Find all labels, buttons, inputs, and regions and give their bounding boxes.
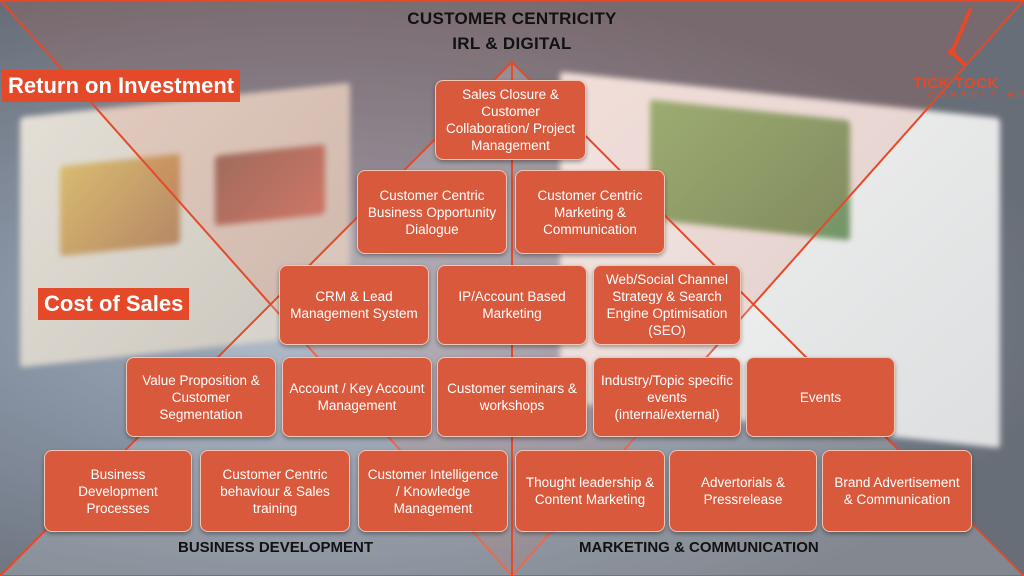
box-label: Customer Centric behaviour & Sales train… <box>220 466 330 516</box>
box-label: Customer Intelligence / Knowledge Manage… <box>367 466 499 516</box>
box-brand-advertisement: Brand Advertisement & Communication <box>822 450 972 532</box>
box-label: Customer Centric Business Opportunity Di… <box>367 187 497 237</box>
box-label: Customer Centric Marketing & Communicati… <box>537 187 643 237</box>
box-thought-leadership: Thought leadership & Content Marketing <box>515 450 665 532</box>
box-label: CRM & Lead Management System <box>290 289 418 321</box>
box-label: Sales Closure & Customer Collaboration/ … <box>445 87 576 153</box>
box-label: Account / Key Account Management <box>289 381 425 413</box>
box-customer-intelligence: Customer Intelligence / Knowledge Manage… <box>358 450 508 532</box>
box-industry-topic-events: Industry/Topic specific events (internal… <box>593 357 741 437</box>
box-business-development-processes: Business Development Processes <box>44 450 192 532</box>
return-on-investment-label: Return on Investment <box>2 70 241 102</box>
box-label: Business Development Processes <box>78 466 158 516</box>
box-label: Advertorials & Pressrelease <box>700 475 786 507</box>
box-label: Value Proposition & Customer Segmentatio… <box>142 372 260 422</box>
box-ip-account-based-marketing: IP/Account Based Marketing <box>437 265 587 345</box>
cost-of-sales-label: Cost of Sales <box>38 288 190 320</box>
marketing-communication-label: MARKETING & COMMUNICATION <box>579 539 819 556</box>
box-label: IP/Account Based Marketing <box>458 289 566 321</box>
box-key-account-management: Account / Key Account Management <box>282 357 432 437</box>
box-sales-training: Customer Centric behaviour & Sales train… <box>200 450 350 532</box>
box-label: Web/Social Channel Strategy & Search Eng… <box>605 272 729 338</box>
box-customer-seminars: Customer seminars & workshops <box>437 357 587 437</box>
title-line-2: IRL & DIGITAL <box>452 34 572 53</box>
box-advertorials: Advertorials & Pressrelease <box>669 450 817 532</box>
box-label: Industry/Topic specific events (internal… <box>600 372 734 422</box>
box-web-social-seo: Web/Social Channel Strategy & Search Eng… <box>593 265 741 345</box>
box-value-proposition: Value Proposition & Customer Segmentatio… <box>126 357 276 437</box>
box-label: Events <box>799 389 842 405</box>
box-crm-lead-management: CRM & Lead Management System <box>279 265 429 345</box>
box-centric-marketing-communication: Customer Centric Marketing & Communicati… <box>515 170 665 254</box>
box-events: Events <box>746 357 895 437</box>
box-label: Brand Advertisement & Communication <box>834 475 960 507</box>
box-label: Customer seminars & workshops <box>447 381 577 413</box>
box-business-opportunity-dialogue: Customer Centric Business Opportunity Di… <box>357 170 507 254</box>
box-label: Thought leadership & Content Marketing <box>525 475 655 507</box>
logo-name: TICK TOCK <box>913 75 999 92</box>
logo-subtitle: CONSULTING <box>928 91 1024 100</box>
box-sales-closure: Sales Closure & Customer Collaboration/ … <box>435 80 586 160</box>
title-line-1: CUSTOMER CENTRICITY <box>407 9 617 28</box>
business-development-label: BUSINESS DEVELOPMENT <box>178 539 374 556</box>
clock-hand-logo-icon <box>948 8 972 66</box>
